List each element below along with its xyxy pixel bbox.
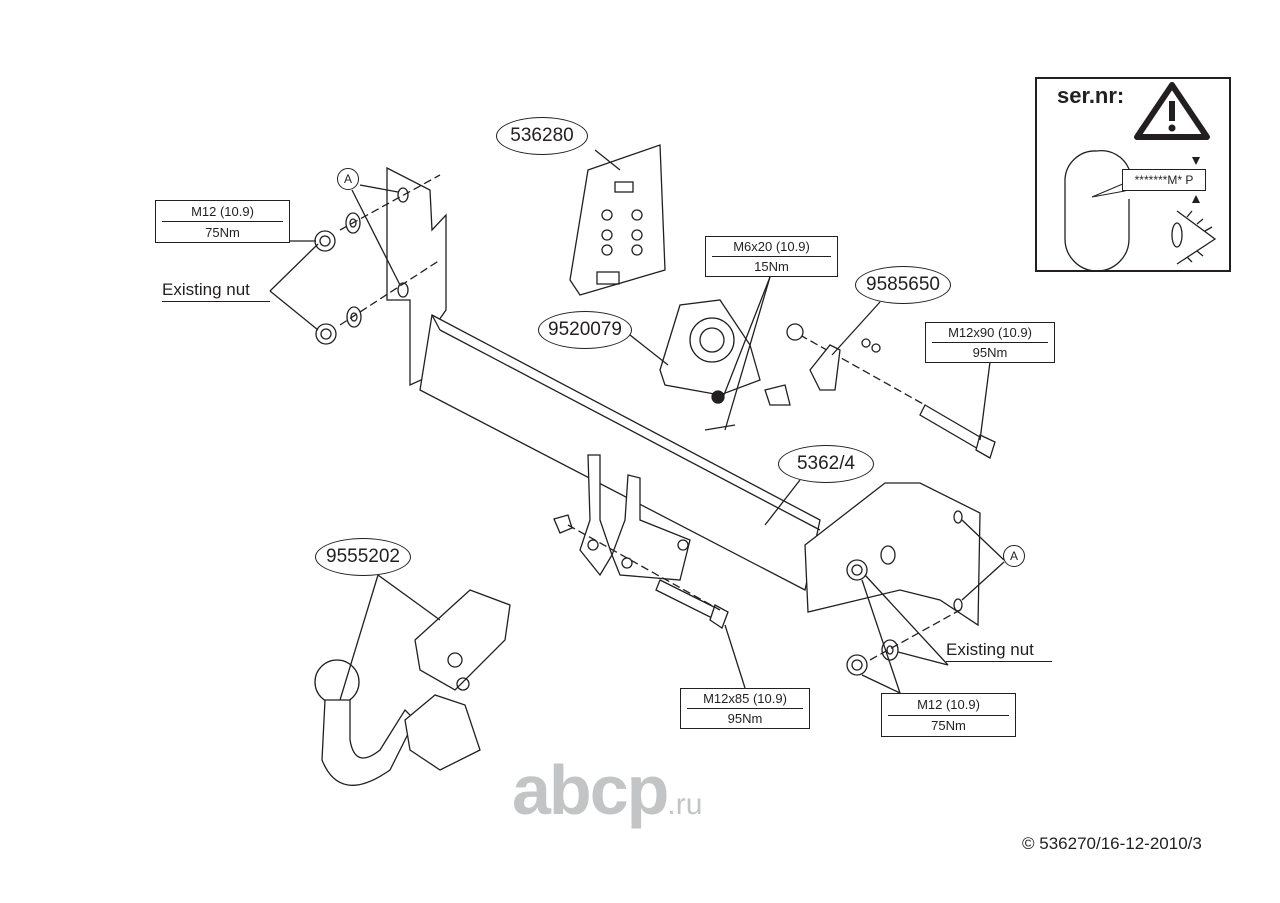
marker-a-left: A [337,168,359,190]
part-label-9520079: 9520079 [538,311,632,349]
part-label-536280: 536280 [496,117,588,155]
copyright-text: © 536270/16-12-2010/3 [1022,834,1202,853]
spec-m6x20: M6x20 (10.9) 15Nm [705,236,838,277]
serial-illustration [1064,82,1217,272]
eye-icon [1171,210,1217,265]
spec-m12x90: M12x90 (10.9) 95Nm [925,322,1055,363]
part-label-9585650: 9585650 [855,266,951,304]
bolts [553,404,996,629]
torque-spec: 75Nm [205,224,240,240]
spec-m12-right: M12 (10.9) 75Nm [881,693,1016,737]
serial-title: ser.nr: [1057,83,1125,108]
spec-m12-left: M12 (10.9) 75Nm [155,200,290,243]
bolt-spec: M12x90 (10.9) [932,323,1048,343]
torque-spec: 95Nm [727,711,763,726]
marker-a-right: A [1003,545,1025,567]
bolt-spec: M12x85 (10.9) [687,689,803,709]
clamp-9585650 [764,323,881,406]
serial-number-box: ser.nr: *******M* P [1035,77,1231,272]
right-nuts-washers [567,334,961,676]
part-label-9555202: 9555202 [315,538,411,576]
bolt-spec: M6x20 (10.9) [712,237,831,257]
spec-m12x85: M12x85 (10.9) 95Nm [680,688,810,729]
socket-plate-9520079 [659,299,761,431]
watermark-main: abcp [512,751,669,829]
bracket-kit-536280 [569,144,666,296]
warning-icon [1134,82,1210,140]
watermark-logo: abcp.ru [512,750,702,830]
existing-nut-note-right: Existing nut [946,640,1052,662]
leader-lines [269,149,1005,701]
serial-code: *******M* P [1122,169,1206,191]
existing-nut-note-left: Existing nut [162,280,270,302]
bolt-spec: M12 (10.9) [162,201,283,222]
torque-spec: 95Nm [972,345,1008,360]
part-label-5362-4: 5362/4 [778,445,874,483]
torque-spec: 15Nm [754,259,789,274]
crossbar-tube [419,314,821,591]
bolt-spec: M12 (10.9) [888,694,1009,716]
towball-9555202 [314,589,511,786]
watermark-suffix: .ru [667,788,703,821]
right-side-bracket [804,482,981,627]
torque-spec: 75Nm [931,718,966,734]
